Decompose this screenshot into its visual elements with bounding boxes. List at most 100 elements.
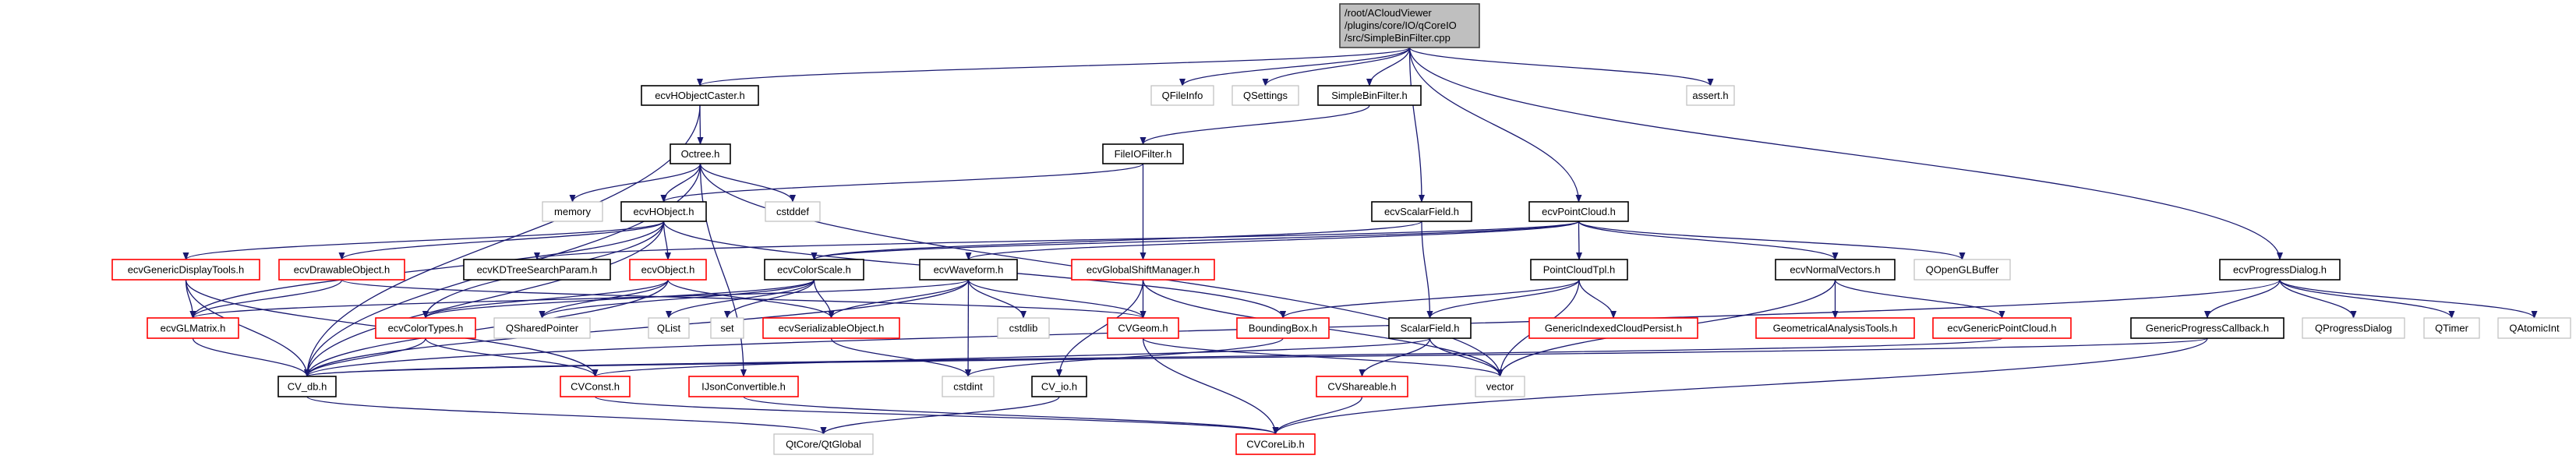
node-label: ecvGlobalShiftManager.h [1087, 264, 1200, 276]
node-ecvglmatrix-h[interactable]: ecvGLMatrix.h [147, 317, 239, 339]
node-box [493, 317, 591, 339]
node-box [1339, 3, 1480, 48]
node-ecvkdtreesearchparam-h[interactable]: ecvKDTreeSearchParam.h [463, 259, 611, 281]
edge-hobject-to-cvdb [304, 221, 665, 377]
node-box [1388, 317, 1472, 339]
node-cv-io-h[interactable]: CV_io.h [1031, 376, 1087, 397]
node-box [1528, 201, 1629, 222]
node-qlist: QList [648, 317, 690, 339]
edge-hobject-to-glmatrix [189, 221, 665, 319]
node-label: ecvSerializableObject.h [779, 323, 885, 334]
node-box [277, 376, 337, 397]
node-cvgeom-h[interactable]: CVGeom.h [1107, 317, 1179, 339]
node-genericindexedcloudpersist-h[interactable]: GenericIndexedCloudPersist.h [1528, 317, 1698, 339]
node-label: QtCore/QtGlobal [786, 439, 861, 450]
node-box [1235, 433, 1316, 455]
node-set: set [710, 317, 744, 339]
node-label: CV_io.h [1041, 381, 1077, 393]
node-ecvscalarfield-h[interactable]: ecvScalarField.h [1371, 201, 1472, 222]
node-label: ecvProgressDialog.h [2233, 264, 2327, 276]
node-ecvnormalvectors-h[interactable]: ecvNormalVectors.h [1775, 259, 1896, 281]
node-genericprogresscallback-h[interactable]: GenericProgressCallback.h [2130, 317, 2284, 339]
node-label: QSettings [1243, 90, 1288, 101]
node-box [1316, 376, 1408, 397]
node-pointcloudtpl-h[interactable]: PointCloudTpl.h [1530, 259, 1628, 281]
node-ecvserializableobject-h[interactable]: ecvSerializableObject.h [762, 317, 900, 339]
node-vector: vector [1475, 376, 1525, 397]
edge-pointcloud-to-waveform [965, 221, 1580, 260]
node-label: ecvGenericPointCloud.h [1947, 323, 2056, 334]
edge-gdt-to-cvdb [185, 279, 310, 377]
node-label: ecvScalarField.h [1384, 206, 1459, 217]
node-cvconst-h[interactable]: CVConst.h [560, 376, 631, 397]
node-ecvdrawableobject-h[interactable]: ecvDrawableObject.h [278, 259, 405, 281]
node-label: ScalarField.h [1401, 323, 1460, 334]
edge-scalarfield-to-cvconst [592, 337, 1431, 377]
node-geometricalanalysistools-h[interactable]: GeometricalAnalysisTools.h [1755, 317, 1915, 339]
edge-pointcloud-to-kdtree [534, 221, 1580, 260]
edge-serializable-to-cstdint [830, 337, 971, 377]
node-box [1475, 376, 1525, 397]
node-simplebinfilter-h[interactable]: SimpleBinFilter.h [1317, 85, 1422, 106]
node-ecvcolortypes-h[interactable]: ecvColorTypes.h [375, 317, 476, 339]
node-memory: memory [542, 201, 603, 222]
node-label: ecvHObject.h [633, 206, 694, 217]
node-label: CVShareable.h [1327, 381, 1396, 393]
node-ecvpointcloud-h[interactable]: ecvPointCloud.h [1528, 201, 1629, 222]
node-box [278, 259, 405, 281]
node-box [629, 259, 707, 281]
node-box [1932, 317, 2072, 339]
edge-progress-to-qtimer [2279, 279, 2455, 319]
node-label: FileIOFilter.h [1115, 148, 1172, 160]
node-ecvcolorscale-h[interactable]: ecvColorScale.h [764, 259, 864, 281]
node-fileiofilter-h[interactable]: FileIOFilter.h [1102, 143, 1184, 164]
node-label: ecvObject.h [641, 264, 695, 276]
node-cstdlib: cstdlib [997, 317, 1050, 339]
edge-ijson-to-cvcorelib [743, 396, 1279, 435]
nodes: /root/ACloudViewer/plugins/core/IO/qCore… [111, 3, 2571, 455]
node-cv-db-h[interactable]: CV_db.h [277, 376, 337, 397]
node-box [1031, 376, 1087, 397]
node-label: CV_db.h [288, 381, 327, 393]
node-label: GenericIndexedCloudPersist.h [1545, 323, 1682, 334]
node-scalarfield-h[interactable]: ScalarField.h [1388, 317, 1472, 339]
edge-pointcloud-to-normals [1578, 221, 1839, 260]
edge-octree-to-memory [569, 163, 701, 203]
node-cvcorelib-h[interactable]: CVCoreLib.h [1235, 433, 1316, 455]
node-box [670, 143, 731, 164]
edge-root-to-scalarfield_ecv [1408, 47, 1425, 203]
edge-waveform-to-cvgeom [967, 279, 1147, 319]
node-ecvhobject-h[interactable]: ecvHObject.h [620, 201, 707, 222]
node-label: QProgressDialog [2315, 323, 2392, 334]
edge-waveform-to-cvdb [304, 279, 970, 377]
edge-object-to-qsharedpointer [539, 279, 669, 319]
node-ijsonconvertible-h[interactable]: IJsonConvertible.h [688, 376, 799, 397]
node-ecvprogressdialog-h[interactable]: ecvProgressDialog.h [2219, 259, 2341, 281]
node-qtimer: QTimer [2423, 317, 2480, 339]
node-cvshareable-h[interactable]: CVShareable.h [1316, 376, 1408, 397]
node-label: cstddef [776, 206, 809, 217]
node-box [1071, 259, 1215, 281]
node-boundingbox-h[interactable]: BoundingBox.h [1236, 317, 1330, 339]
node-ecvobject-h[interactable]: ecvObject.h [629, 259, 707, 281]
node-ecvhobjectcaster-h[interactable]: ecvHObjectCaster.h [641, 85, 759, 106]
edge-root-to-sbf [1366, 47, 1411, 87]
node-label: ecvGLMatrix.h [161, 323, 226, 334]
node-box [688, 376, 799, 397]
node-label: IJsonConvertible.h [701, 381, 786, 393]
node-octree-h[interactable]: Octree.h [670, 143, 731, 164]
node-label: memory [554, 206, 591, 217]
edge-progress-to-qprogressdialog [2279, 279, 2357, 319]
edge-root-to-qfileinfo [1179, 47, 1411, 87]
node-box [542, 201, 603, 222]
node-label: Octree.h [681, 148, 720, 160]
node-box [764, 259, 864, 281]
node-src-simplebinfilter-cpp[interactable]: /root/ACloudViewer/plugins/core/IO/qCore… [1339, 3, 1480, 48]
edge-colortypes-to-cvdb [304, 337, 426, 377]
node-ecvgenericdisplaytools-h[interactable]: ecvGenericDisplayTools.h [111, 259, 260, 281]
edge-pointcloud-to-pctpl [1575, 221, 1582, 260]
node-ecvwaveform-h[interactable]: ecvWaveform.h [919, 259, 1018, 281]
node-ecvglobalshiftmanager-h[interactable]: ecvGlobalShiftManager.h [1071, 259, 1215, 281]
node-ecvgenericpointcloud-h[interactable]: ecvGenericPointCloud.h [1932, 317, 2072, 339]
node-qprogressdialog: QProgressDialog [2302, 317, 2405, 339]
